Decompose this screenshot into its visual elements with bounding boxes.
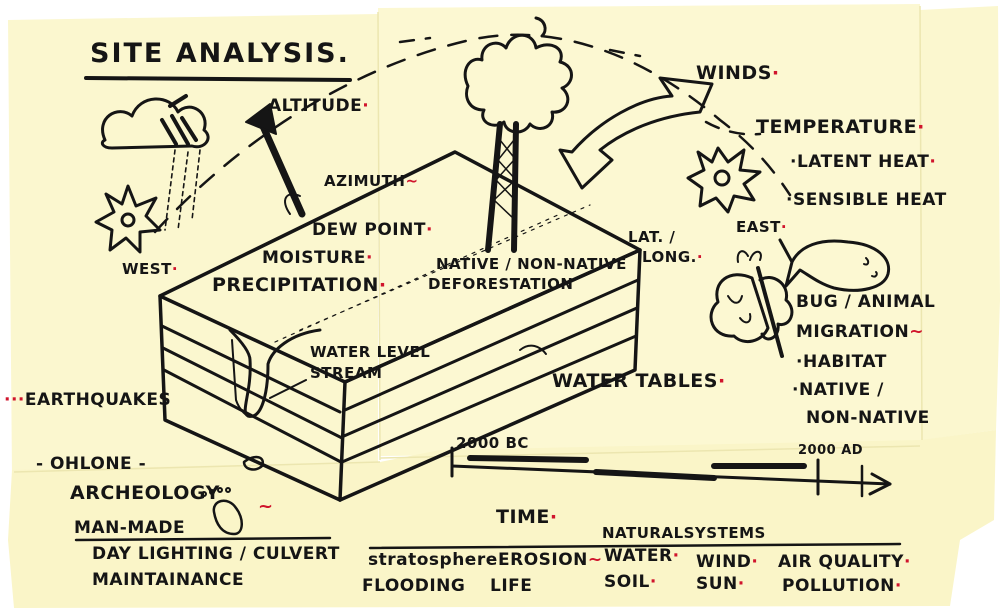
- water-tables-label: WATER TABLES·: [552, 370, 726, 392]
- air-quality-label: AIR QUALITY·: [778, 552, 911, 572]
- archeology-label: ARCHEOLOGY: [70, 482, 220, 504]
- lat-long-label: LAT. / LONG.·: [628, 228, 704, 266]
- fish-icon: [778, 238, 891, 292]
- west-label: WEST·: [122, 260, 179, 278]
- maintainance-label: MAINTAINANCE: [92, 570, 245, 590]
- artifact-shape: [242, 455, 265, 471]
- winds-label: WINDS·: [696, 62, 780, 84]
- sun-label: SUN·: [696, 574, 745, 594]
- man-made-underline: [74, 536, 332, 542]
- day-lighting-label: DAY LIGHTING / CULVERT: [92, 544, 340, 564]
- east-label: EAST·: [736, 218, 788, 236]
- latent-heat-label: ·LATENT HEAT·: [790, 152, 937, 172]
- precipitation-label: PRECIPITATION·: [212, 274, 387, 296]
- water-label: WATER·: [604, 546, 680, 566]
- natural-systems-underline: [368, 542, 902, 550]
- tree-icon: [463, 16, 573, 253]
- timeline: [450, 446, 892, 498]
- site-block: [158, 150, 642, 502]
- altitude-arrow: [245, 103, 306, 218]
- native-nonnative-label: NATIVE / NON-NATIVE DEFORESTATION: [428, 255, 627, 294]
- habitat-label: ·HABITAT: [796, 352, 887, 372]
- ohlone-label: - OHLONE -: [36, 454, 147, 474]
- sensible-heat-label: ·SENSIBLE HEAT: [786, 190, 947, 210]
- timeline-start-label: 2000 BC: [456, 434, 529, 452]
- soil-label: SOIL·: [604, 572, 657, 592]
- page-title: SITE ANALYSIS.: [90, 38, 350, 69]
- earthquakes-label: ···EARTHQUAKES: [4, 390, 172, 410]
- migration-label: MIGRATION~: [796, 322, 924, 342]
- erosion-label: EROSION~: [498, 550, 603, 570]
- man-made-label: MAN-MADE: [74, 518, 186, 538]
- archeology-mark: ~: [258, 496, 274, 517]
- sun-icon: [94, 184, 162, 254]
- life-label: LIFE: [490, 576, 533, 596]
- temperature-label: TEMPERATURE·: [756, 116, 925, 138]
- water-level-label: WATER LEVEL STREAM: [310, 343, 431, 382]
- dew-point-label: DEW POINT·: [312, 220, 433, 240]
- cloud-rain-icon: [100, 94, 210, 231]
- time-label: TIME·: [496, 506, 558, 528]
- flooding-label: FLOODING: [362, 576, 466, 596]
- sun-icon: [686, 146, 762, 214]
- timeline-end-label: 2000 AD: [798, 443, 864, 458]
- title-underline: [84, 76, 352, 82]
- moisture-label: MOISTURE·: [262, 248, 374, 268]
- paper-sheets: [8, 4, 1000, 608]
- bug-animal-label: BUG / ANIMAL: [796, 292, 936, 312]
- natural-systems-label: NATURALSYSTEMS: [602, 524, 766, 542]
- native-label: ·NATIVE /: [792, 380, 884, 400]
- wind-label: WIND·: [696, 552, 759, 572]
- wind-arrow-icon: [558, 76, 714, 190]
- sun-path-arc: [153, 33, 792, 234]
- altitude-label: ALTITUDE·: [268, 96, 370, 116]
- non-native-label: NON-NATIVE: [806, 408, 930, 428]
- butterfly-icon: [709, 250, 794, 358]
- stratosphere-label: stratosphere: [368, 550, 498, 570]
- pollution-label: POLLUTION·: [782, 576, 902, 596]
- azimuth-label: AZIMUTH~: [324, 172, 419, 190]
- artifact-shape: [212, 499, 243, 536]
